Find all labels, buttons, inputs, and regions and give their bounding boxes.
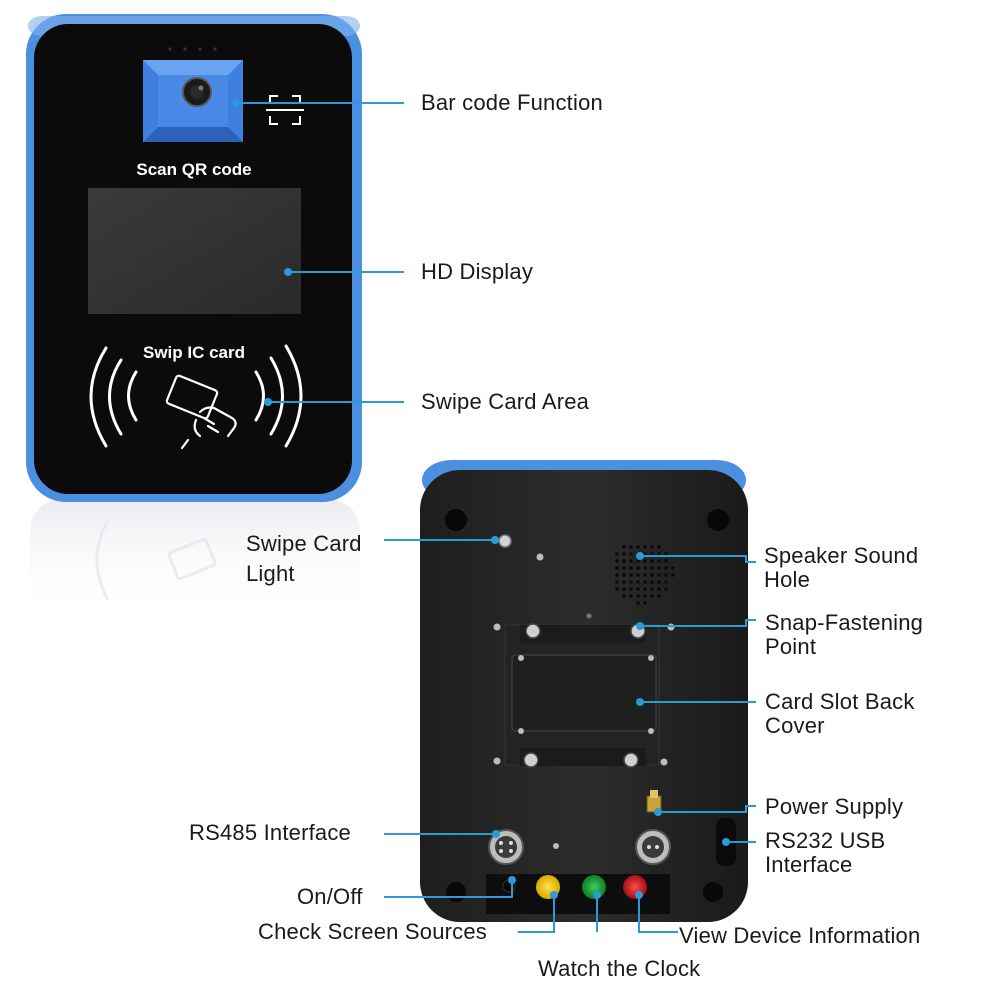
scan-frame-icon [266,95,304,125]
speaker-hole [622,587,626,591]
speaker-hole [657,580,661,584]
speaker-hole [629,559,633,563]
callout-view-device-information: View Device Information [679,923,921,948]
speaker-hole [664,587,668,591]
speaker-hole [664,573,668,577]
speaker-hole [636,594,640,598]
speaker-hole [643,580,647,584]
speaker-hole [643,601,647,605]
speaker-hole [657,594,661,598]
speaker-hole [636,587,640,591]
red-button [623,875,647,899]
front-reflection [30,500,360,620]
speaker-hole [664,566,668,570]
barcode-scanner [143,60,243,142]
nfc-waves-left-icon [89,346,138,448]
speaker-hole [622,552,626,556]
speaker-hole [643,545,647,549]
speaker-hole [622,580,626,584]
speaker-hole [650,559,654,563]
speaker-hole [650,573,654,577]
speaker-hole [636,601,640,605]
speaker-hole [615,552,619,556]
callout-on-off: On/Off [297,884,363,909]
callout-snap-fastening-point: Snap-Fastening Point [765,610,924,659]
callout-card-slot-back-cover: Card Slot Back Cover [765,689,915,738]
speaker-hole [657,573,661,577]
speaker-hole [650,545,654,549]
speaker-hole [643,573,647,577]
speaker-hole [629,594,633,598]
callout-bar-code-function: Bar code Function [421,90,603,115]
mounting-plate [504,624,660,766]
speaker-hole [664,559,668,563]
leader-lines [236,102,756,933]
speaker-hole [657,545,661,549]
speaker-hole [664,552,668,556]
speaker-hole [629,545,633,549]
swipe-card-light [498,534,512,548]
front-device [26,14,362,620]
speaker-hole [615,587,619,591]
speaker-hole [650,566,654,570]
callout-rs232-usb-interface: RS232 USB Interface [765,828,886,877]
callout-rs485-interface: RS485 Interface [189,820,351,845]
callout-power-supply: Power Supply [765,794,904,819]
speaker-hole [622,559,626,563]
leader-dots [232,99,730,899]
back-device [420,460,748,922]
speaker-hole [671,573,675,577]
speaker-hole [657,566,661,570]
speaker-hole [664,580,668,584]
speaker-hole [615,580,619,584]
speaker-hole [622,566,626,570]
speaker-hole [615,566,619,570]
speaker-hole [671,566,675,570]
speaker-hole [643,566,647,570]
hand-card-icon [165,374,237,450]
speaker-hole [615,573,619,577]
callout-hd-display: HD Display [421,259,534,284]
speaker-hole [615,559,619,563]
speaker-hole [636,559,640,563]
speaker-hole [643,594,647,598]
speaker-hole [650,552,654,556]
speaker-hole [636,573,640,577]
card-slot-cover [511,654,657,732]
callout-check-screen-sources: Check Screen Sources [258,919,487,944]
speaker-hole [629,587,633,591]
speaker-hole [629,552,633,556]
speaker-hole [657,559,661,563]
speaker-hole [629,573,633,577]
speaker-hole [643,559,647,563]
speaker-hole [629,580,633,584]
speaker-hole [622,573,626,577]
speaker-hole [622,594,626,598]
speaker-hole [657,587,661,591]
callout-swipe-card-area: Swipe Card Area [421,389,590,414]
callout-speaker-sound-hole: Speaker Sound Hole [764,543,919,592]
speaker-hole [636,580,640,584]
callout-swipe-card-light: Swipe Card Light [246,531,362,586]
speaker-hole [657,552,661,556]
speaker-hole [643,552,647,556]
speaker-grille [615,545,675,605]
callout-watch-the-clock: Watch the Clock [538,956,701,981]
speaker-hole [650,587,654,591]
speaker-hole [650,580,654,584]
nfc-waves-right-icon [254,344,303,448]
speaker-hole [622,545,626,549]
rs485-connector [488,829,524,865]
speaker-hole [650,594,654,598]
power-aviation-connector [635,829,671,865]
speaker-hole [643,587,647,591]
hd-display [88,188,301,314]
speaker-hole [629,566,633,570]
scan-qr-label: Scan QR code [136,160,252,179]
speaker-hole [636,566,640,570]
power-connector [646,790,662,813]
speaker-hole [636,545,640,549]
swipe-ic-label: Swip IC card [142,343,246,362]
